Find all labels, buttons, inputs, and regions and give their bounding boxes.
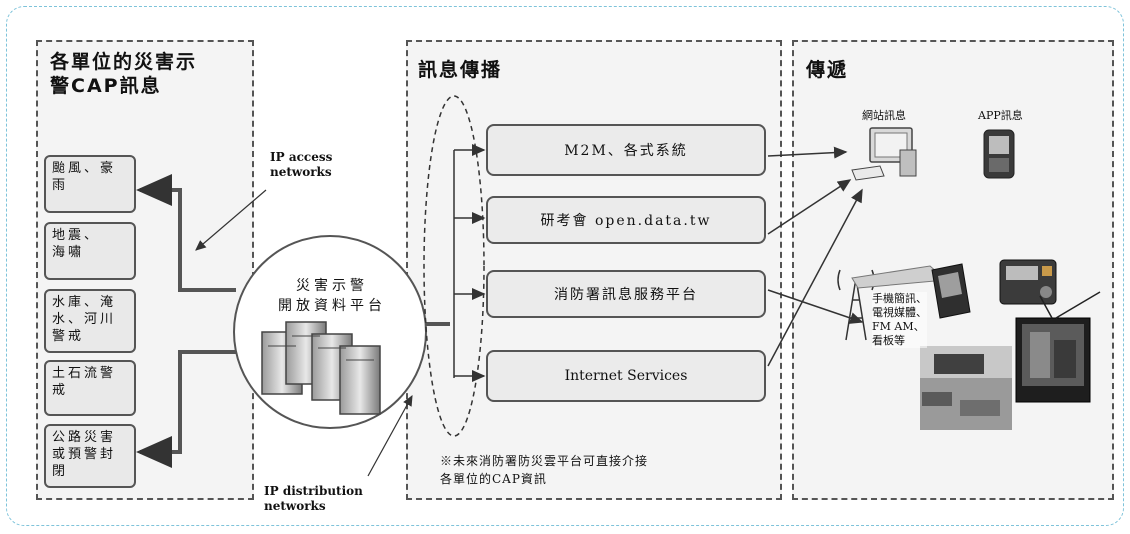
ip-distribution-label: IP distribution networks bbox=[264, 484, 363, 513]
source-debris-flow: 土石流警 戒 bbox=[44, 360, 136, 416]
radio-icon bbox=[999, 259, 1057, 305]
source-typhoon: 颱風、豪 雨 bbox=[44, 155, 136, 213]
television-icon bbox=[1015, 291, 1101, 403]
app-message-label: APP訊息 bbox=[978, 109, 1023, 122]
source-flood: 水庫、淹 水、河川 警戒 bbox=[44, 289, 136, 353]
server-icon bbox=[261, 321, 381, 415]
hub-label: 災害示警 開放資料平台 bbox=[278, 278, 386, 314]
billboard-photo bbox=[920, 346, 1012, 430]
source-earthquake: 地震、 海嘯 bbox=[44, 222, 136, 280]
web-message-label: 網站訊息 bbox=[862, 109, 906, 122]
broadcast-channels-label: 手機簡訊、 電視媒體、 FM AM、 看板等 bbox=[872, 292, 927, 348]
pda-icon bbox=[983, 129, 1015, 179]
outer-frame bbox=[6, 6, 1124, 526]
computer-icon bbox=[851, 127, 917, 181]
delivery-title: 傳遞 bbox=[806, 59, 849, 81]
broadcast-title: 訊息傳播 bbox=[418, 59, 503, 81]
sources-title: 各單位的災害示 警CAP訊息 bbox=[50, 51, 198, 97]
future-note: ※未來消防署防災雲平台可直接介接 各單位的CAP資訊 bbox=[440, 454, 649, 486]
service-internet: Internet Services bbox=[486, 350, 766, 402]
source-road: 公路災害 或預警封 閉 bbox=[44, 424, 136, 488]
distribution-ellipse bbox=[423, 95, 485, 437]
service-m2m: M2M、各式系統 bbox=[486, 124, 766, 176]
service-open-data: 研考會 open.data.tw bbox=[486, 196, 766, 244]
service-fire-agency: 消防署訊息服務平台 bbox=[486, 270, 766, 318]
ip-access-label: IP access networks bbox=[270, 150, 333, 179]
mobile-phone-icon bbox=[931, 263, 971, 319]
